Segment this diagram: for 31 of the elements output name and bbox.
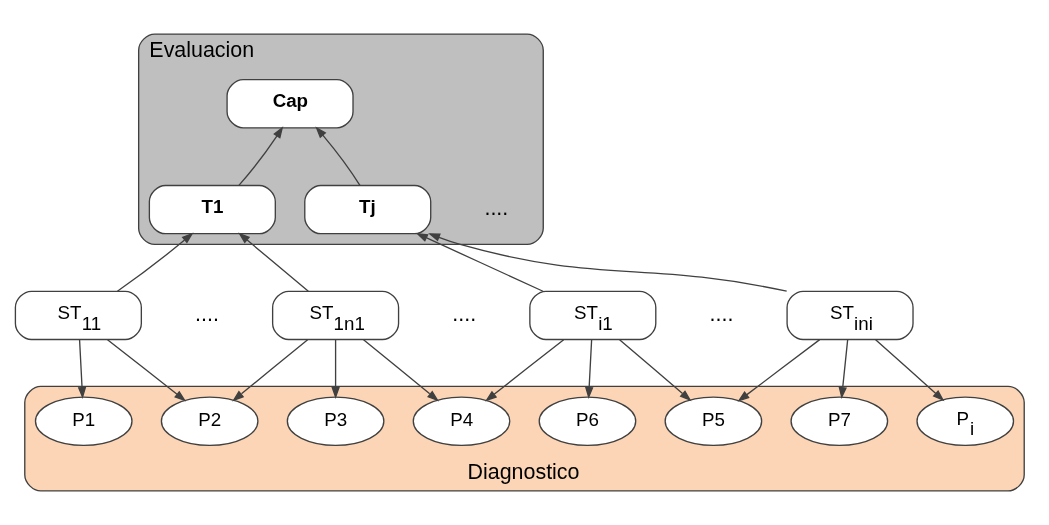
label: .... bbox=[484, 195, 509, 220]
arrow bbox=[106, 338, 187, 402]
arrow bbox=[618, 338, 692, 402]
label: .... bbox=[195, 301, 219, 326]
arrow bbox=[874, 338, 945, 402]
arrow bbox=[428, 233, 788, 292]
arrow bbox=[77, 338, 87, 400]
arrow bbox=[838, 338, 849, 400]
node-ellipse: P5 bbox=[664, 396, 763, 447]
arrow bbox=[238, 126, 284, 187]
node-ellipse: P2 bbox=[160, 396, 259, 447]
arrow bbox=[331, 338, 340, 400]
node-box: Tj bbox=[304, 184, 432, 235]
arrow bbox=[415, 232, 544, 292]
label: .... bbox=[452, 301, 477, 326]
arrow bbox=[238, 232, 309, 292]
arrow bbox=[232, 338, 309, 402]
arrow bbox=[485, 338, 565, 402]
arrow bbox=[116, 232, 194, 292]
node-ellipse: P1 bbox=[34, 396, 133, 447]
arrow bbox=[362, 338, 440, 402]
node-ellipse: P4 bbox=[412, 396, 511, 447]
node-ellipse: P3 bbox=[286, 396, 385, 447]
node-ellipse: P7 bbox=[790, 396, 889, 447]
arrow bbox=[315, 126, 361, 187]
arrow bbox=[737, 338, 821, 402]
node-box: T1 bbox=[148, 184, 276, 235]
label: .... bbox=[709, 301, 734, 326]
arrow bbox=[584, 338, 594, 400]
node-ellipse: P6 bbox=[538, 396, 637, 447]
node-box: Cap bbox=[226, 78, 354, 129]
